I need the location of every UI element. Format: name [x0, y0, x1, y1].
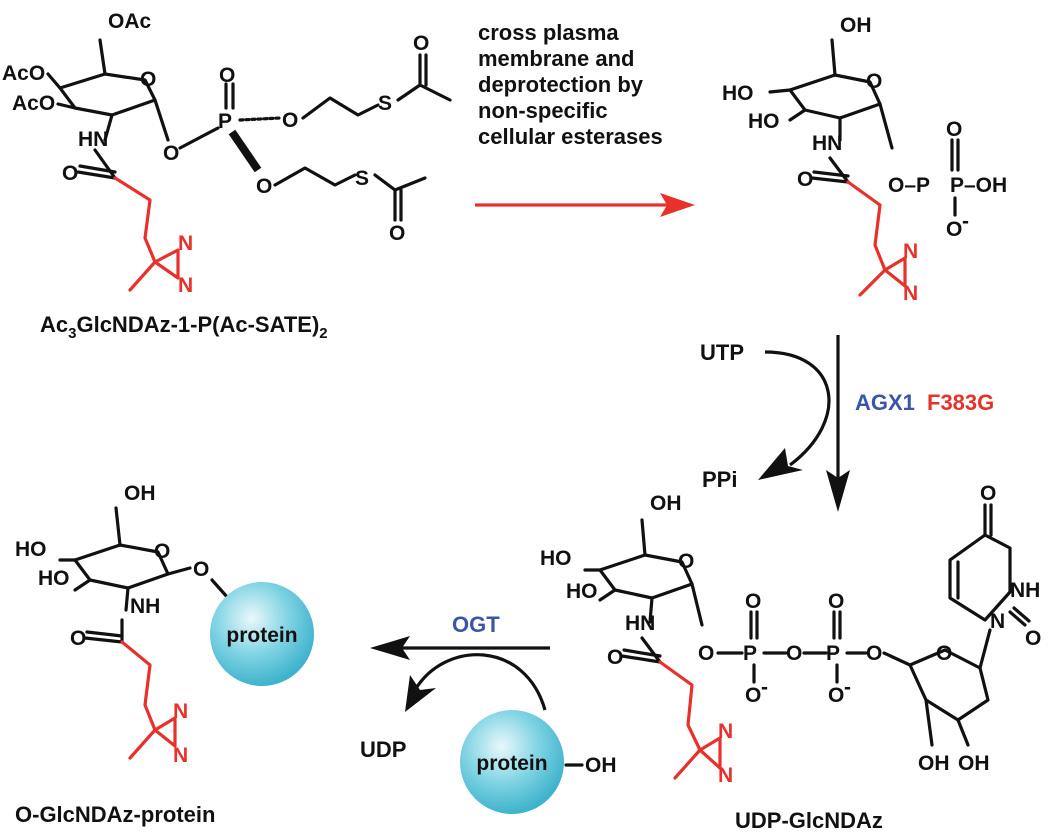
- thioester-o-2: O: [389, 222, 405, 245]
- carbonyl-o-2: O: [797, 168, 813, 191]
- p-ominus: O: [946, 218, 962, 241]
- prodrug-structure: OAc O AcO AcO HN O O P O O O S O: [2, 10, 452, 297]
- protein-hydroxyl: OH: [585, 754, 617, 777]
- thioester-o-1: O: [413, 32, 429, 55]
- carbonyl-o-3: O: [607, 646, 623, 669]
- diazirine-n-4b: N: [173, 744, 188, 767]
- step1-text: cross plasma membrane and deprotection b…: [478, 20, 663, 149]
- oh-label-1: OH: [840, 14, 872, 37]
- udp-byproduct-label: UDP: [360, 737, 406, 762]
- protein-label-2: protein: [226, 624, 297, 647]
- enzyme-mutation: F383G: [927, 390, 994, 415]
- ho-label-2: HO: [748, 110, 780, 133]
- p-oxo-1: O: [219, 64, 235, 87]
- minus-sign-3: -: [844, 676, 851, 699]
- ppi-label: PPi: [702, 467, 737, 492]
- enzyme-agx1: AGX1: [855, 390, 915, 415]
- ribose-o: O: [936, 642, 952, 665]
- ho-label-4: HO: [566, 580, 598, 603]
- hn-label-3: HN: [625, 612, 655, 635]
- ring-oxygen-3: O: [678, 550, 694, 573]
- diazirine-n-2a: N: [903, 240, 918, 263]
- utp-label: UTP: [700, 340, 744, 365]
- udp-sugar-name: UDP-GlcNDAz: [735, 808, 883, 833]
- ring-oxygen-4: O: [154, 540, 170, 563]
- oh-label-5: OH: [124, 482, 156, 505]
- protein-substrate: protein OH: [460, 710, 617, 814]
- minus-sign-2: -: [761, 676, 768, 699]
- ribose-oh-1: OH: [918, 752, 950, 775]
- p-ester-o-1: O: [282, 109, 298, 132]
- step1-line-4: non-specific: [478, 98, 608, 123]
- p-ester-o-2: O: [256, 175, 272, 198]
- udp-o-5prime: O: [866, 642, 882, 665]
- sulfur-2: S: [355, 167, 369, 190]
- step1-line-2: membrane and: [478, 46, 635, 71]
- aco-label-2: AcO: [12, 92, 55, 115]
- uracil-o4: O: [980, 482, 996, 505]
- step2-arrow: [826, 335, 850, 512]
- udp-o-bridge: O: [786, 642, 802, 665]
- diazirine-n-1a: N: [178, 232, 193, 255]
- diazirine-n-3b: N: [718, 764, 733, 787]
- step1-line-3: deprotection by: [478, 72, 644, 97]
- poh-label: P–OH: [950, 174, 1007, 197]
- carbonyl-o-1: O: [62, 162, 78, 185]
- hn-label: HN: [78, 128, 108, 151]
- ring-oxygen-2: O: [866, 70, 882, 93]
- step3-side-arrow: [413, 653, 547, 711]
- udp-p1-oxo: O: [745, 590, 761, 613]
- ho-label-1: HO: [722, 82, 754, 105]
- sulfur-1: S: [378, 92, 392, 115]
- uracil-o2: O: [1025, 627, 1041, 650]
- enzyme-ogt: OGT: [452, 612, 500, 637]
- step1-line-1: cross plasma: [478, 20, 619, 45]
- op-label: O–P: [888, 174, 930, 197]
- udp-p-1: P: [743, 642, 757, 665]
- hn-label-2: HN: [812, 132, 842, 155]
- uracil-n1: N: [990, 610, 1005, 633]
- udp-p2-ominus: O: [828, 684, 844, 707]
- nh-label-4: NH: [130, 595, 160, 618]
- udp-p1-ominus: O: [745, 684, 761, 707]
- diazirine-n-2b: N: [903, 282, 918, 305]
- oac-label: OAc: [108, 10, 152, 33]
- product-name: O-GlcNDAz-protein: [15, 802, 215, 827]
- ring-oxygen: O: [140, 68, 156, 91]
- oh-label-3: OH: [650, 492, 682, 515]
- step2-side-arrow: [764, 350, 831, 467]
- diazirine-n-3a: N: [718, 720, 733, 743]
- diazirine-n-1b: N: [178, 274, 193, 297]
- ho-label-5: HO: [15, 538, 47, 561]
- ribose-oh-2: OH: [958, 752, 990, 775]
- glycosidic-o: O: [193, 558, 209, 581]
- udp-o-1: O: [698, 642, 714, 665]
- p-oxo-2: O: [946, 118, 962, 141]
- phosphate-structure: OH O HO HO HN O O–P P–OH O O - N N: [722, 14, 1007, 305]
- step3-arrow: [370, 636, 550, 660]
- step1-arrow: [475, 193, 695, 217]
- prodrug-name: Ac3GlcNDAz-1-P(Ac-SATE)2: [40, 312, 328, 342]
- anomeric-o-1: O: [163, 142, 179, 165]
- udp-sugar-structure: OH O HO HO HN O O P O O - O P O O - O: [540, 482, 1041, 787]
- product-structure: OH O HO HO NH O O N N protein: [15, 482, 314, 767]
- protein-sphere: [210, 582, 314, 686]
- protein-label-1: protein: [476, 752, 547, 775]
- carbonyl-o-4: O: [70, 627, 86, 650]
- ho-label-3: HO: [540, 547, 572, 570]
- step1-line-5: cellular esterases: [478, 124, 663, 149]
- ho-label-6: HO: [38, 567, 70, 590]
- udp-p2-oxo: O: [828, 590, 844, 613]
- minus-sign-1: -: [962, 210, 969, 233]
- aco-label-1: AcO: [2, 62, 45, 85]
- diazirine-n-4a: N: [173, 700, 188, 723]
- uracil-nh: NH: [1010, 579, 1040, 602]
- udp-p-2: P: [826, 642, 840, 665]
- phosphorus-1: P: [218, 110, 232, 133]
